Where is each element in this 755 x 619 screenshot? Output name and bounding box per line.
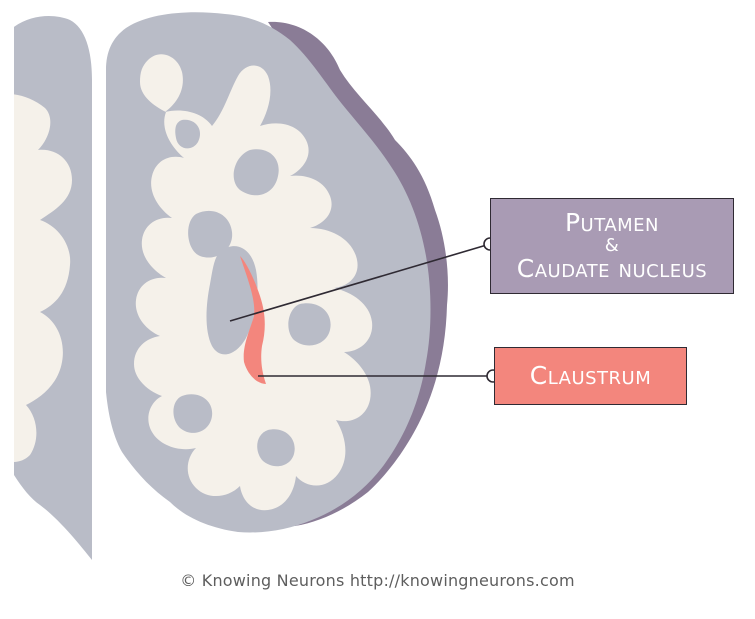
left-hemisphere-white-matter — [14, 94, 72, 462]
caudate-nucleus-label: Caudate nucleus — [516, 254, 708, 283]
copyright-caption: © Knowing Neurons http://knowingneurons.… — [180, 571, 575, 590]
claustrum-label: Claustrum — [529, 360, 652, 390]
claustrum — [240, 256, 266, 384]
left-hemisphere — [14, 16, 92, 560]
ampersand-label: & — [604, 235, 620, 256]
putamen-leader-line — [229, 243, 491, 322]
right-hemisphere-sulci — [173, 119, 331, 467]
right-hemisphere — [106, 12, 448, 533]
claustrum-label-box: Claustrum — [494, 347, 687, 405]
putamen-caudate-label-box: Putamen & Caudate nucleus — [490, 198, 734, 294]
putamen-caudate-region — [206, 246, 258, 355]
putamen-label: Putamen — [564, 207, 660, 237]
